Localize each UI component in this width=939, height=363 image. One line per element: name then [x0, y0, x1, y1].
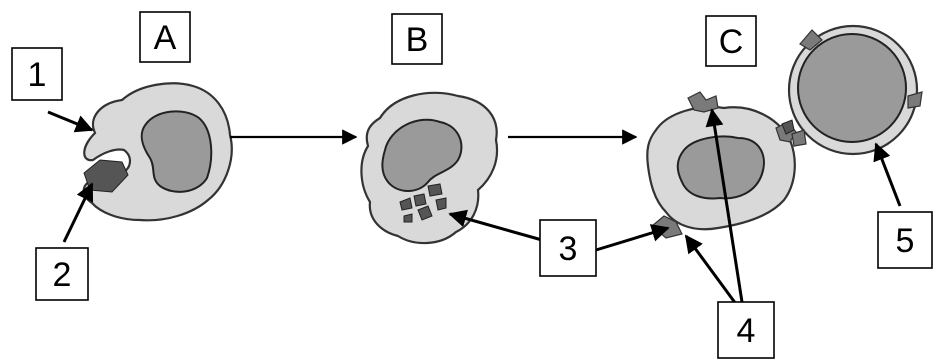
- pointer-1: [47, 110, 94, 133]
- cell-a-nucleus: [140, 110, 213, 193]
- svg-text:B: B: [406, 21, 429, 59]
- svg-text:3: 3: [559, 230, 578, 268]
- antigen-fragment: [435, 197, 447, 211]
- pointer-3-left: [448, 209, 543, 242]
- pointer-2: [62, 182, 94, 243]
- svg-text:A: A: [154, 19, 177, 57]
- label-1: 1: [11, 47, 63, 101]
- label-3: 3: [539, 219, 597, 277]
- label-2: 2: [35, 247, 89, 301]
- receptor: [791, 129, 807, 147]
- label-a: A: [139, 11, 191, 63]
- svg-text:2: 2: [53, 256, 72, 294]
- antigen-fragment: [399, 197, 413, 211]
- antigen-fragment: [417, 205, 433, 221]
- pointer-3-right: [595, 224, 670, 252]
- pointer-4-top: [705, 108, 744, 303]
- svg-text:4: 4: [737, 312, 756, 350]
- cell-b-nucleus: [381, 118, 463, 192]
- label-5: 5: [877, 211, 933, 269]
- cell-5-nucleus: [797, 33, 907, 143]
- svg-text:1: 1: [28, 56, 47, 94]
- pointer-4-bottom: [684, 234, 738, 305]
- presented-antigen-top: [687, 91, 719, 113]
- svg-text:5: 5: [896, 222, 915, 260]
- antigen-fragment: [403, 213, 413, 223]
- label-c: C: [705, 15, 757, 67]
- antigen-fragment: [427, 183, 443, 197]
- cell-b: [360, 91, 499, 245]
- receptor: [799, 29, 823, 51]
- cell-5: [787, 24, 923, 156]
- cell-a: [82, 82, 233, 222]
- svg-text:C: C: [719, 23, 744, 61]
- antigen-fragment: [413, 193, 427, 207]
- label-b: B: [391, 13, 443, 65]
- receptor: [907, 91, 923, 109]
- pointer-5: [873, 142, 902, 207]
- label-4: 4: [717, 301, 775, 359]
